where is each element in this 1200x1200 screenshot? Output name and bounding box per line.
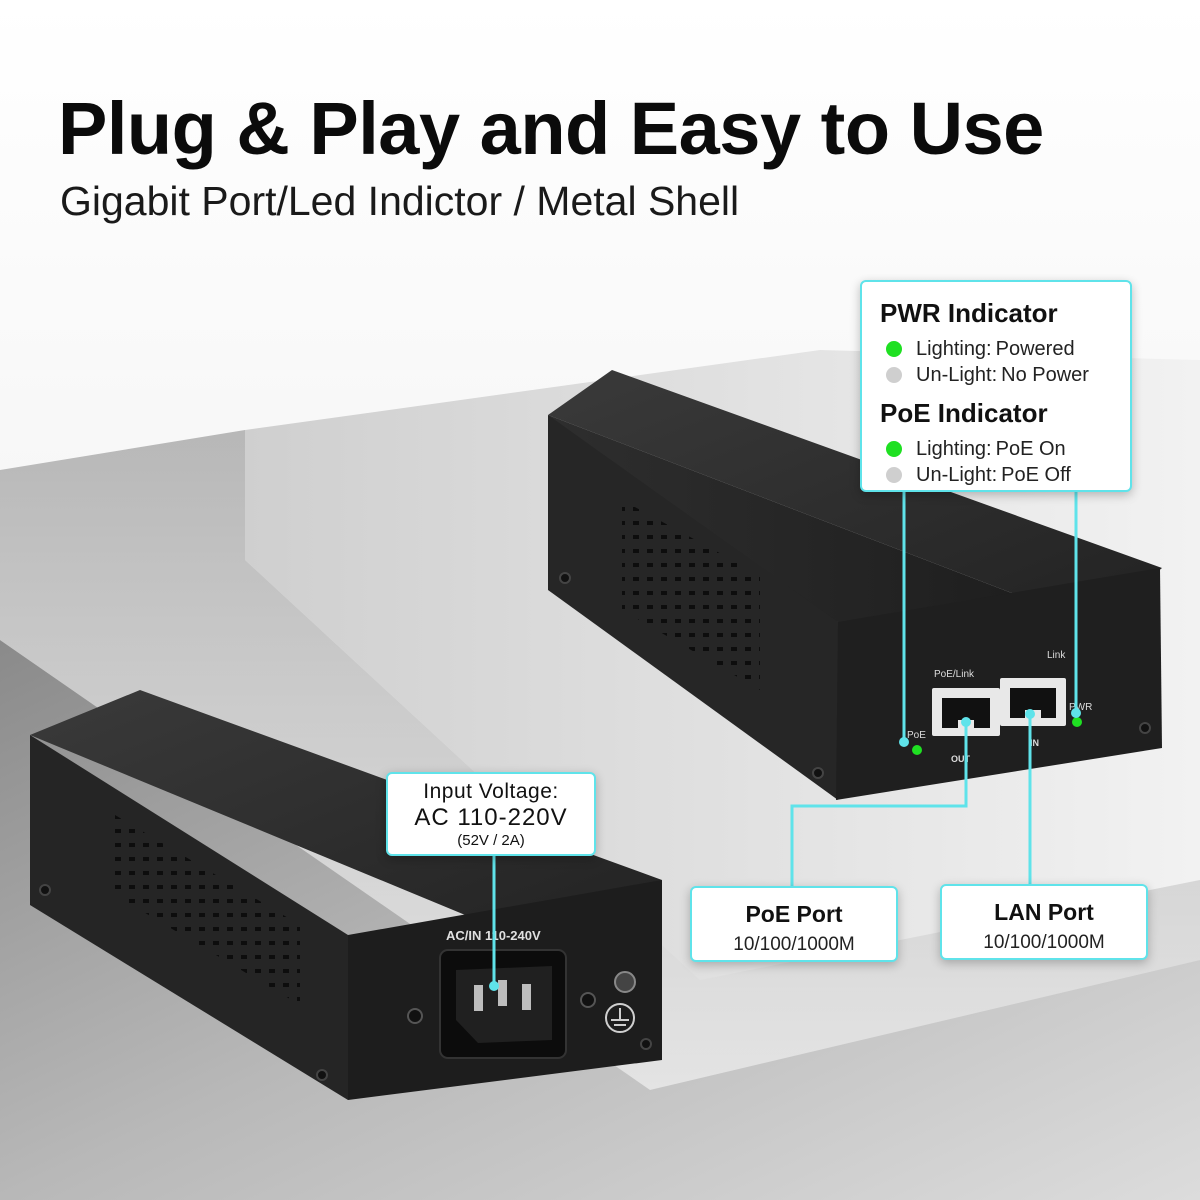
callout-connectors <box>492 492 1078 985</box>
pwr-off-row: Un-Light: No Power <box>886 362 1112 388</box>
input-voltage-label: Input Voltage: <box>423 780 559 803</box>
poe-on-value: PoE On <box>995 437 1066 460</box>
pwr-on-value: Powered <box>995 337 1075 360</box>
ground-screw-icon <box>614 971 636 993</box>
poe-injector-front-view: PoE/Link Link PoE PWR OUT IN <box>548 370 1162 800</box>
in-label: IN <box>1030 738 1039 748</box>
poe-port-callout: PoE Port 10/100/1000M <box>690 886 898 962</box>
lan-port-callout: LAN Port 10/100/1000M <box>940 884 1148 960</box>
poe-injector-rear-view: AC/IN 110-240V <box>30 690 662 1100</box>
device-front-panel <box>836 568 1162 800</box>
poe-port-speed: 10/100/1000M <box>733 934 855 955</box>
lan-port-title: LAN Port <box>994 899 1094 925</box>
pwr-off-value: No Power <box>1001 363 1089 386</box>
ground-symbol-icon <box>605 1003 635 1033</box>
input-voltage-callout: Input Voltage: AC 110-220V (52V / 2A) <box>386 772 596 856</box>
poe-on-key: Lighting: <box>916 437 992 460</box>
input-voltage-range: AC 110-220V <box>414 804 568 831</box>
input-voltage-spec: (52V / 2A) <box>457 832 525 849</box>
poe-on-row: Lighting: PoE On <box>886 436 1112 462</box>
poe-port-title: PoE Port <box>745 901 843 927</box>
poe-led-icon <box>912 745 922 755</box>
poe-led-label: PoE <box>907 730 926 741</box>
poe-off-key: Un-Light: <box>916 463 998 486</box>
pwr-on-row: Lighting: Powered <box>886 336 1112 362</box>
page-subtitle: Gigabit Port/Led Indictor / Metal Shell <box>60 178 740 224</box>
led-off-icon <box>886 367 902 383</box>
pwr-indicator-title: PWR Indicator <box>880 298 1058 328</box>
pwr-on-key: Lighting: <box>916 337 992 360</box>
pwr-off-key: Un-Light: <box>916 363 998 386</box>
poe-link-label: PoE/Link <box>934 669 975 680</box>
pwr-led-label: PWR <box>1069 702 1092 713</box>
out-label: OUT <box>951 754 971 764</box>
lan-port-speed: 10/100/1000M <box>983 932 1105 953</box>
led-off-icon <box>886 467 902 483</box>
poe-off-value: PoE Off <box>1001 463 1071 486</box>
callout-connector-dots <box>489 708 1081 991</box>
poe-off-row: Un-Light: PoE Off <box>886 462 1112 488</box>
link-label: Link <box>1047 650 1066 661</box>
poe-indicator-title: PoE Indicator <box>880 398 1048 428</box>
led-on-icon <box>886 341 902 357</box>
rj45-in-port <box>1000 678 1066 726</box>
pwr-led-icon <box>1072 717 1082 727</box>
led-on-icon <box>886 441 902 457</box>
page-title: Plug & Play and Easy to Use <box>58 87 1044 170</box>
ac-power-socket-icon <box>439 949 567 1059</box>
indicator-legend: PWR Indicator Lighting: Powered Un-Light… <box>860 280 1132 492</box>
